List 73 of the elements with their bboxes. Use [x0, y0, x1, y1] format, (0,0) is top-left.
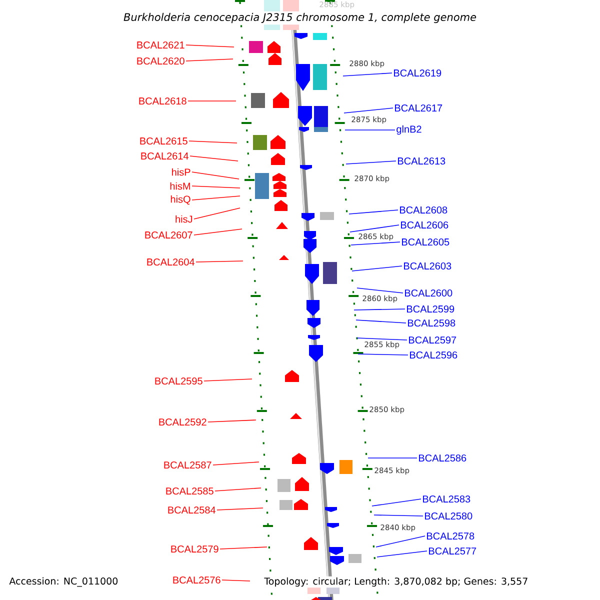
gene-label: BCAL2580 — [425, 512, 472, 520]
gene-label: hisM — [170, 182, 190, 190]
gene-label: BCAL2595 — [155, 377, 202, 385]
leader-line — [216, 508, 264, 510]
leader-line — [342, 72, 392, 76]
leader-line — [356, 288, 404, 294]
leader-line — [188, 100, 236, 102]
leader-line — [204, 378, 252, 382]
leader-line — [346, 160, 396, 164]
gene-label: BCAL2619 — [394, 69, 442, 77]
leader-line — [186, 44, 234, 48]
leader-line — [376, 550, 428, 558]
leader-line — [356, 320, 406, 324]
leader-line — [194, 228, 242, 236]
gene-label: BCAL2584 — [168, 506, 216, 514]
gene-label: BCAL2586 — [419, 454, 466, 462]
gene-label: BCAL2621 — [137, 41, 184, 49]
gene-label: BCAL2608 — [400, 206, 448, 214]
leader-line — [372, 498, 422, 506]
leader-line — [350, 242, 400, 246]
leader-line — [212, 462, 260, 466]
leader-line — [348, 210, 398, 214]
accession-label: Accession: NC_011000 — [8, 576, 120, 588]
leader-line — [208, 420, 256, 422]
leader-line — [344, 108, 394, 114]
gene-label: BCAL2597 — [409, 336, 456, 344]
gene-label: BCAL2592 — [159, 418, 206, 426]
leader-line — [358, 354, 408, 356]
gene-label: BCAL2615 — [140, 137, 188, 145]
leader-line — [356, 338, 408, 340]
title: Burkholderia cenocepacia J2315 chromosome 1, complete genome — [122, 11, 478, 25]
leader-line — [350, 224, 400, 232]
leader-line — [192, 186, 240, 188]
gene-label: BCAL2606 — [401, 221, 448, 229]
leader-line — [190, 156, 238, 162]
leader-line — [188, 140, 238, 144]
leader-line — [192, 196, 240, 200]
gene-label: BCAL2617 — [395, 104, 442, 112]
leader-line — [186, 58, 234, 62]
gene-label: BCAL2603 — [404, 262, 452, 270]
gene-label: BCAL2583 — [423, 495, 470, 503]
leader-line — [352, 266, 402, 272]
leader-line — [220, 546, 268, 550]
gene-label: hisJ — [176, 215, 192, 223]
gene-label: BCAL2605 — [402, 238, 450, 246]
gene-label: BCAL2604 — [147, 258, 194, 266]
gene-label: BCAL2618 — [139, 97, 186, 105]
gene-label: BCAL2598 — [408, 319, 456, 327]
gene-label: BCAL2579 — [171, 545, 218, 553]
leader-line — [374, 514, 424, 516]
gene-label: BCAL2576 — [173, 576, 220, 584]
gene-label: BCAL2578 — [427, 532, 474, 540]
gene-label: BCAL2607 — [145, 231, 192, 239]
gene-label: BCAL2596 — [410, 351, 458, 359]
gene-label: BCAL2620 — [137, 57, 184, 65]
leader-line — [222, 580, 250, 582]
gene-label: BCAL2587 — [164, 461, 212, 469]
gene-label: BCAL2585 — [166, 487, 214, 495]
summary-label: Topology: circular; Length: 3,870,082 bp; Genes: 3,557 — [263, 576, 530, 588]
leader-line — [194, 208, 240, 220]
gene-label: BCAL2599 — [407, 305, 454, 313]
gene-label: BCAL2614 — [141, 152, 188, 160]
leader-line — [376, 536, 426, 548]
gene-label: BCAL2577 — [429, 547, 476, 555]
leader-line — [192, 172, 240, 180]
gene-label: hisP — [172, 168, 190, 176]
leader-line — [214, 488, 262, 492]
leader-line — [354, 308, 406, 310]
gene-label: glnB2 — [396, 125, 422, 135]
gene-label: BCAL2613 — [398, 157, 446, 165]
gene-label: hisQ — [170, 195, 190, 205]
leader-line — [196, 260, 244, 262]
gene-label: BCAL2600 — [405, 289, 452, 297]
